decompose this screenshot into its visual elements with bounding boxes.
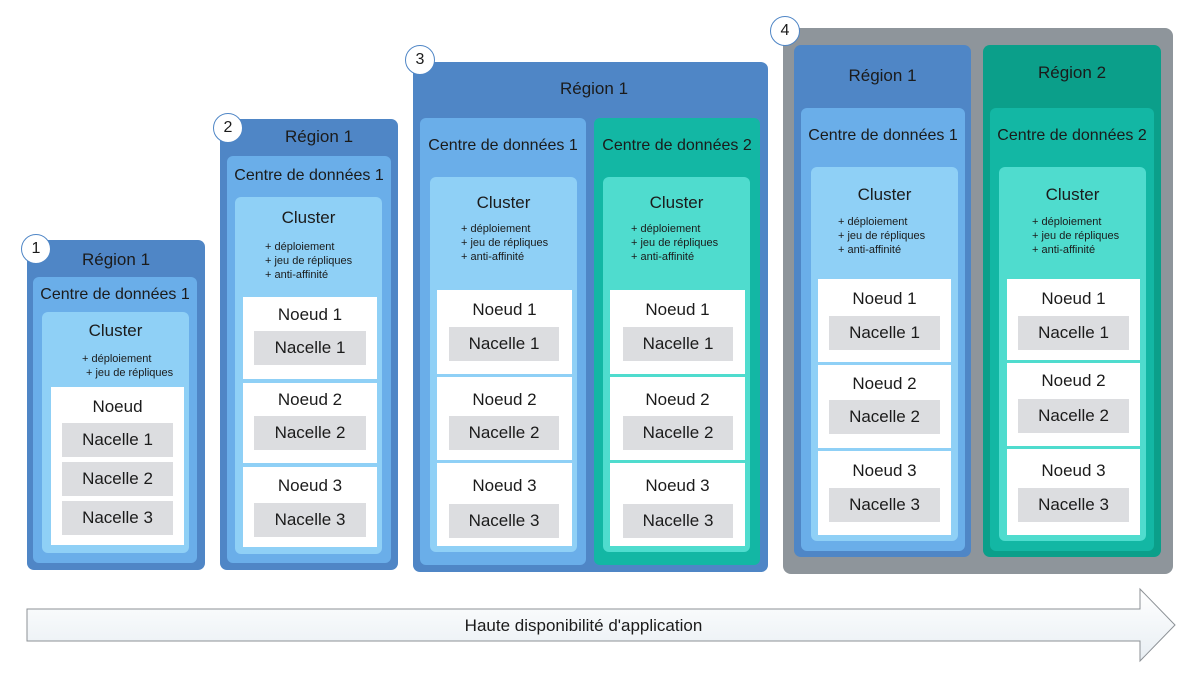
- stage3-feature: + anti-affinité: [631, 251, 695, 263]
- stage4-number-badge: 4: [770, 16, 800, 46]
- stage3-node-label: Noeud 3: [472, 476, 537, 495]
- stage1-number-badge: 1: [21, 234, 51, 264]
- stage3-pod: Nacelle 3: [449, 504, 559, 538]
- node-divider: [818, 362, 951, 365]
- node-divider: [1007, 446, 1140, 449]
- stage2-node-label: Noeud 3: [277, 476, 343, 495]
- arrow-label: Haute disponibilité d'application: [464, 616, 703, 635]
- stage4-cluster-1-label: Cluster: [857, 185, 912, 204]
- stage4-feature: + déploiement: [1032, 216, 1102, 228]
- stage2-datacenter-label: Centre de données 1: [234, 167, 384, 184]
- stage3-feature: + déploiement: [461, 223, 531, 235]
- stage4-pod: Nacelle 3: [1018, 488, 1129, 522]
- stage3-pod: Nacelle 2: [449, 416, 559, 450]
- stage3-region-label: Région 1: [559, 79, 629, 98]
- stage2-node-label: Noeud 1: [277, 305, 343, 324]
- stage4-pod: Nacelle 3: [829, 488, 940, 522]
- stage4-node-label: Noeud 1: [852, 289, 917, 308]
- stage4-node-label: Noeud 2: [852, 374, 917, 393]
- stage3-datacenter-1-label: Centre de données 1: [428, 137, 578, 154]
- node-divider: [437, 460, 572, 463]
- stage3-pod: Nacelle 3: [623, 504, 733, 538]
- stage2-pod: Nacelle 1: [254, 331, 366, 365]
- stage4-pod: Nacelle 2: [829, 400, 940, 434]
- stage2-number-badge: 2: [213, 113, 243, 143]
- node-divider: [610, 460, 745, 463]
- stage3-feature: + déploiement: [631, 223, 701, 235]
- stage3-feature: + jeu de répliques: [461, 237, 549, 249]
- stage3-datacenter-2-label: Centre de données 2: [602, 137, 752, 154]
- stage4-node-label: Noeud 3: [1041, 461, 1106, 480]
- stage4-cluster-2-label: Cluster: [1045, 185, 1100, 204]
- stage3-cluster-2-label: Cluster: [649, 193, 704, 212]
- stage1-pod: Nacelle 2: [62, 462, 173, 496]
- stage3-pod: Nacelle 1: [623, 327, 733, 361]
- stage3-pod: Nacelle 1: [449, 327, 559, 361]
- stage4-region-2-label: Région 2: [1037, 63, 1107, 82]
- node-divider: [610, 374, 745, 377]
- stage1-node-label: Noeud: [92, 397, 143, 416]
- stage2-pod: Nacelle 2: [254, 416, 366, 450]
- stage4-datacenter-2-label: Centre de données 2: [997, 127, 1147, 144]
- node-divider: [818, 448, 951, 451]
- stage3-node-label: Noeud 2: [472, 390, 537, 409]
- stage3-number-badge: 3: [405, 45, 435, 75]
- stage3-node-label: Noeud 3: [645, 476, 710, 495]
- stage2-node-label: Noeud 2: [277, 390, 343, 409]
- stage1-feature: + jeu de répliques: [86, 367, 174, 379]
- stage4-pod: Nacelle 2: [1018, 399, 1129, 433]
- stage4-node-label: Noeud 2: [1041, 371, 1106, 390]
- node-divider: [1007, 360, 1140, 363]
- stage4-feature: + jeu de répliques: [838, 230, 926, 242]
- stage3-feature: + jeu de répliques: [631, 237, 719, 249]
- stage1-datacenter-label: Centre de données 1: [40, 286, 190, 303]
- stage4-feature: + anti-affinité: [838, 244, 902, 256]
- node-divider: [437, 374, 572, 377]
- stage2-feature: + déploiement: [265, 241, 335, 253]
- stage4-pod: Nacelle 1: [829, 316, 940, 350]
- stage1-pod: Nacelle 3: [62, 501, 173, 535]
- stage4-pod: Nacelle 1: [1018, 316, 1129, 350]
- stage3-pod: Nacelle 2: [623, 416, 733, 450]
- stage3-cluster-1-label: Cluster: [476, 193, 531, 212]
- availability-arrow: [26, 587, 1176, 663]
- stage1-region-label: Région 1: [81, 250, 151, 269]
- stage2-feature: + jeu de répliques: [265, 255, 353, 267]
- stage1-feature: + déploiement: [82, 353, 152, 365]
- stage4-region-1-label: Région 1: [848, 66, 917, 85]
- stage4-feature: + anti-affinité: [1032, 244, 1096, 256]
- stage2-region-label: Région 1: [284, 127, 354, 146]
- stage2-feature: + anti-affinité: [265, 269, 329, 281]
- stage4-feature: + jeu de répliques: [1032, 230, 1120, 242]
- stage3-node-label: Noeud 1: [472, 300, 537, 319]
- stage4-datacenter-1-label: Centre de données 1: [808, 127, 958, 144]
- stage3-node-label: Noeud 2: [645, 390, 710, 409]
- stage3-feature: + anti-affinité: [461, 251, 525, 263]
- stage3-node-label: Noeud 1: [645, 300, 710, 319]
- stage2-cluster-label: Cluster: [281, 208, 336, 227]
- stage4-feature: + déploiement: [838, 216, 908, 228]
- stage1-cluster-label: Cluster: [88, 321, 143, 340]
- stage4-node-label: Noeud 1: [1041, 289, 1106, 308]
- stage1-pod: Nacelle 1: [62, 423, 173, 457]
- stage2-pod: Nacelle 3: [254, 503, 366, 537]
- stage4-node-label: Noeud 3: [852, 461, 917, 480]
